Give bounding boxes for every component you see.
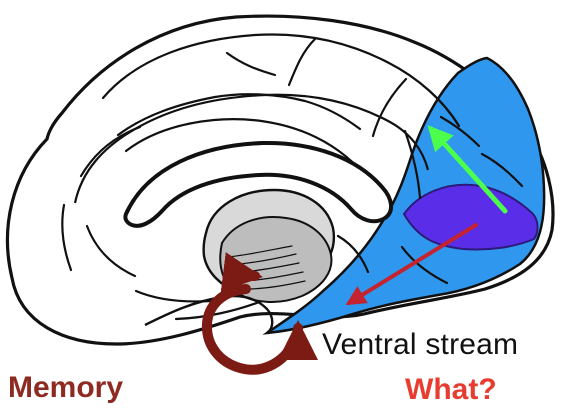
memory-label: Memory	[8, 373, 123, 403]
what-label: What?	[405, 375, 497, 405]
ventral-stream-label: Ventral stream	[322, 330, 518, 360]
